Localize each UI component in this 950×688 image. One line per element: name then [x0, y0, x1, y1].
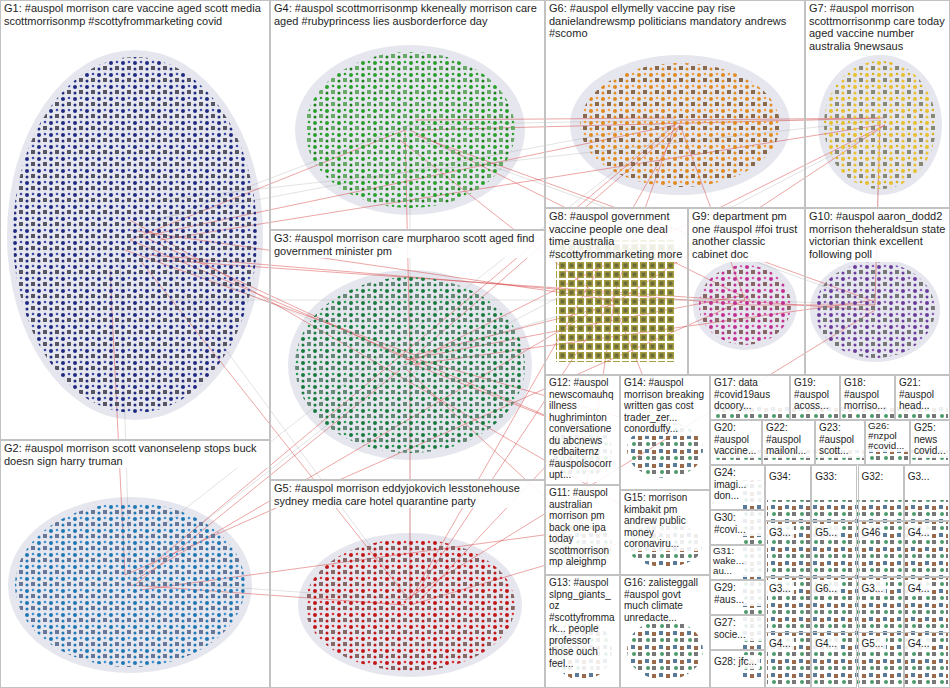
group-label: G5: #auspol morrison eddyjokovich lessto…: [271, 481, 544, 508]
group-label: G13: #auspol slpng_giants_oz #scottyfrom…: [546, 576, 619, 670]
group-panel: G3: #auspol morrison care murpharoo scot…: [270, 230, 545, 480]
group-label: G16: zalisteggall #auspol govt much clim…: [621, 576, 709, 624]
group-label: G25: news covid...: [911, 421, 949, 458]
group-label: G26: #nzpol #covid...: [866, 421, 909, 452]
group-label: G20: #auspol vaccine...: [711, 421, 761, 458]
group-panel: G6...: [811, 577, 857, 633]
group-panel: G10: #auspol aaron_dodd2 morrison theher…: [805, 208, 950, 375]
group-panel: G3...: [765, 577, 811, 633]
group-panel: G16: zalisteggall #auspol govt much clim…: [620, 575, 710, 688]
group-panel: G9: department pm one #auspol #foi trust…: [688, 208, 805, 375]
group-label: G11: #auspol australian morrison pm back…: [546, 486, 619, 569]
group-label: G4...: [905, 526, 933, 540]
group-panel: G17: data #covid19aus dcoory...: [710, 375, 790, 420]
group-label: G29: #aus...: [711, 581, 764, 606]
group-panel: G4...: [904, 632, 950, 688]
group-panel: G7: #auspol morrison scottmorrisonmp car…: [805, 0, 950, 208]
group-panel: G4...: [904, 577, 950, 633]
group-panel: G3...: [765, 521, 811, 577]
group-panel: G27: socie...: [710, 615, 765, 650]
group-label: G1: #auspol morrison care vaccine aged s…: [1, 1, 269, 28]
group-panel: G2: #auspol morrison scott vanonselenp s…: [0, 440, 270, 688]
group-label: G15: morrison kimbakit pm andrew public …: [621, 491, 709, 551]
group-label: G23: #auspol scott...: [816, 421, 864, 458]
group-panel: G6: #auspol ellymelly vaccine pay rise d…: [545, 0, 805, 208]
group-label: G3...: [905, 470, 933, 484]
group-label: G21: #auspol head...: [896, 376, 949, 413]
group-label: G3...: [766, 582, 794, 596]
group-label: G18: #auspol morriso...: [841, 376, 894, 413]
group-panel: G34:: [765, 465, 811, 521]
group-label: G46: [859, 526, 884, 540]
group-panel: G4...: [811, 632, 857, 688]
group-panel: G33:: [811, 465, 857, 521]
group-label: G3: #auspol morrison care murpharoo scot…: [271, 231, 544, 258]
group-label: G34:: [766, 470, 794, 484]
group-label: G7: #auspol morrison scottmorrisonmp car…: [806, 1, 949, 54]
group-label: G4...: [812, 637, 840, 651]
group-label: G6: #auspol ellymelly vaccine pay rise d…: [546, 1, 804, 41]
group-label: G4...: [905, 637, 933, 651]
group-label: G17: data #covid19aus dcoory...: [711, 376, 789, 413]
group-panel: G24: imagi... don...: [710, 465, 765, 510]
group-panel: G31: wake... au...: [710, 545, 765, 580]
group-panel: G18: #auspol morriso...: [840, 375, 895, 420]
group-panel: G13: #auspol slpng_giants_oz #scottyfrom…: [545, 575, 620, 688]
group-panel: G28: jfc...: [710, 650, 765, 688]
group-label: G33:: [812, 470, 840, 484]
group-panel: G3...: [858, 577, 904, 633]
group-panel: G11: #auspol australian morrison pm back…: [545, 485, 620, 575]
group-label: G3...: [766, 526, 794, 540]
group-label: G4: #auspol scottmorrisonmp kkeneally mo…: [271, 1, 544, 28]
group-panel: G20: #auspol vaccine...: [710, 420, 762, 465]
group-panel: G46: [858, 521, 904, 577]
group-panel: G25: news covid...: [910, 420, 950, 465]
group-panel: G32:: [858, 465, 904, 521]
group-panel: G29: #aus...: [710, 580, 765, 615]
group-label: G27: socie...: [711, 616, 764, 641]
group-label: G24: imagi... don...: [711, 466, 764, 503]
group-panel: G5...: [811, 521, 857, 577]
group-panel: G19: #auspol acoss...: [790, 375, 840, 420]
group-label: G31: wake... au...: [711, 546, 764, 577]
group-panel: G5...: [858, 632, 904, 688]
group-label: G5...: [859, 637, 887, 651]
group-label: G30: #covi...: [711, 511, 764, 536]
group-label: G4...: [905, 582, 933, 596]
group-panel: G1: #auspol morrison care vaccine aged s…: [0, 0, 270, 440]
group-label: G28: jfc...: [711, 655, 760, 669]
group-panel: G4: #auspol scottmorrisonmp kkeneally mo…: [270, 0, 545, 230]
group-panel: G4...: [904, 521, 950, 577]
group-panel: G30: #covi...: [710, 510, 765, 545]
group-panel: G14: #auspol morrison breaking written g…: [620, 375, 710, 490]
group-label: G19: #auspol acoss...: [791, 376, 839, 413]
group-panel: G21: #auspol head...: [895, 375, 950, 420]
group-label: G4...: [766, 637, 794, 651]
group-panel: G22: #auspol mailonl...: [762, 420, 815, 465]
group-label: G3...: [859, 582, 887, 596]
group-label: G12: #auspol newscomauhq illness hughrim…: [546, 376, 619, 482]
group-label: G32:: [859, 470, 887, 484]
group-panel: G5: #auspol morrison eddyjokovich lessto…: [270, 480, 545, 688]
group-label: G5...: [812, 526, 840, 540]
group-label: G8: #auspol government vaccine people on…: [546, 209, 687, 262]
group-panel: G12: #auspol newscomauhq illness hughrim…: [545, 375, 620, 485]
group-label: G22: #auspol mailonl...: [763, 421, 814, 458]
group-label: G10: #auspol aaron_dodd2 morrison theher…: [806, 209, 949, 262]
group-panel: G23: #auspol scott...: [815, 420, 865, 465]
group-label: G2: #auspol morrison scott vanonselenp s…: [1, 441, 269, 468]
group-label: G9: department pm one #auspol #foi trust…: [689, 209, 804, 262]
group-label: G6...: [812, 582, 840, 596]
group-label: G14: #auspol morrison breaking written g…: [621, 376, 709, 436]
group-panel: G8: #auspol government vaccine people on…: [545, 208, 688, 375]
group-panel: G26: #nzpol #covid...: [865, 420, 910, 465]
group-panel: G3...: [904, 465, 950, 521]
group-panel: G4...: [765, 632, 811, 688]
group-panel: G15: morrison kimbakit pm andrew public …: [620, 490, 710, 575]
